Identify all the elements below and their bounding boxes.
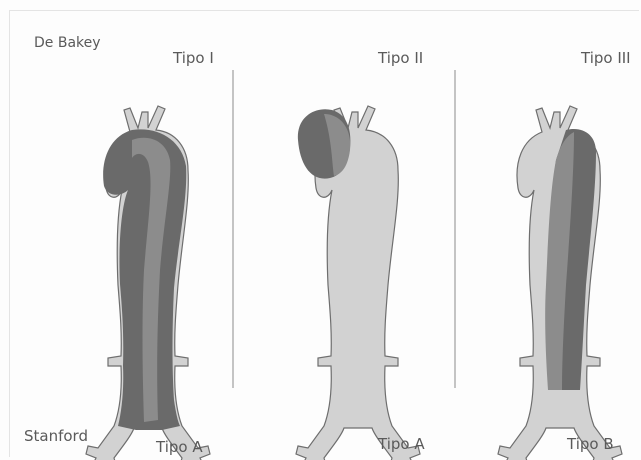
stanford-label: Stanford <box>24 429 88 444</box>
debakey-type-3-label: Tipo III <box>581 51 631 66</box>
stanford-type-2-label: Tipo A <box>378 437 425 452</box>
aorta-type-3 <box>498 106 622 460</box>
de-bakey-label: De Bakey <box>34 36 101 50</box>
aorta-type-2 <box>296 106 420 460</box>
debakey-type-1-label: Tipo I <box>173 51 214 66</box>
stanford-type-3-label: Tipo B <box>567 437 614 452</box>
aorta-type-1 <box>86 106 210 460</box>
stanford-type-1-label: Tipo A <box>156 440 203 455</box>
debakey-type-2-label: Tipo II <box>378 51 423 66</box>
